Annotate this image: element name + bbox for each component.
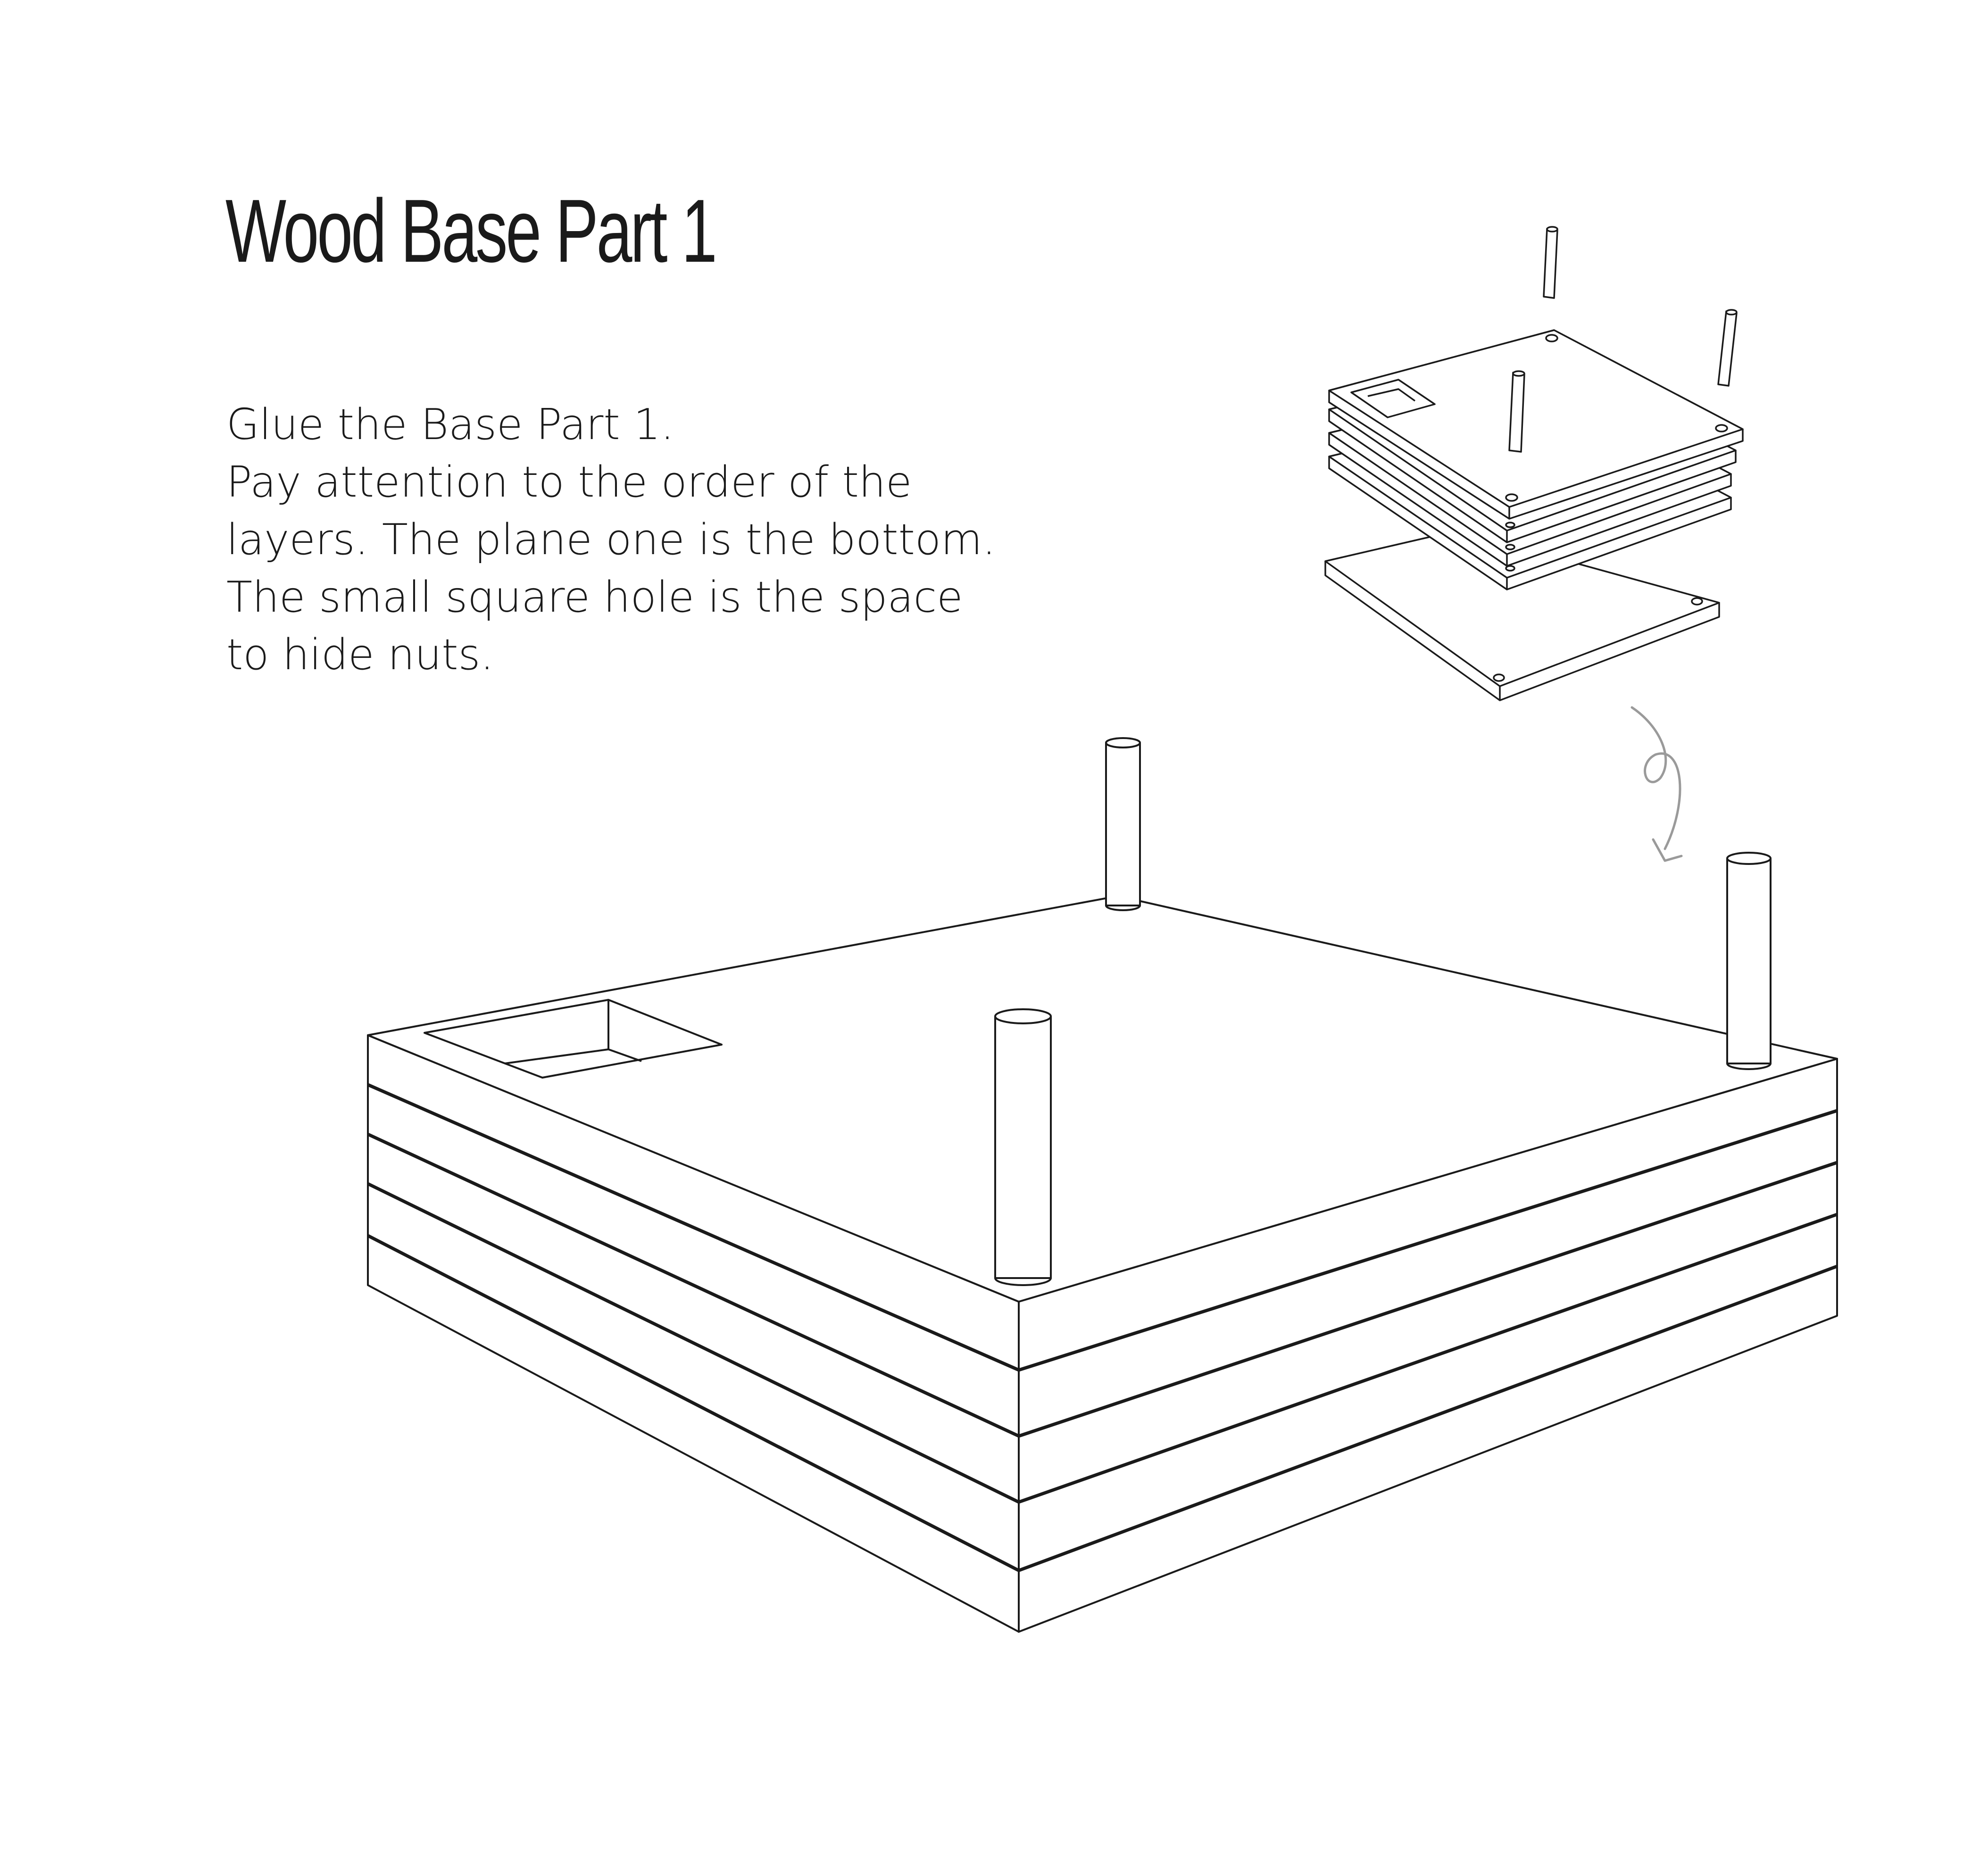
nut-hole-small <box>1350 379 1436 418</box>
instruction-line: to hide nuts. <box>226 630 494 680</box>
instruction-line: Pay attention to the order of the <box>226 457 912 507</box>
dowel-back <box>1105 737 1141 911</box>
nut-cavity <box>424 999 723 1079</box>
base-top-face <box>367 895 1838 1303</box>
layer-seams-right <box>1018 1109 1838 1572</box>
small-peg-3 <box>1508 370 1525 453</box>
layer-1-top <box>1328 329 1744 572</box>
small-peg-1 <box>1543 226 1558 299</box>
stacked-layers <box>1328 329 1744 590</box>
assembled-base <box>367 737 1838 1633</box>
exploded-view <box>1324 226 1744 701</box>
small-peg-2 <box>1717 309 1738 387</box>
dowel-front <box>994 1008 1052 1286</box>
layer-seams-left <box>367 1083 1020 1572</box>
instructions-text: Glue the Base Part 1. Pay attention to t… <box>226 396 1028 684</box>
instruction-line: The small square hole is the space <box>226 573 963 622</box>
instruction-line: Glue the Base Part 1. <box>226 400 674 449</box>
curved-arrow-icon <box>1630 706 1683 862</box>
instruction-line: layers. The plane one is the bottom. <box>226 515 996 565</box>
dowel-right <box>1726 852 1772 1070</box>
page-title: Wood Base Part 1 <box>225 181 717 281</box>
